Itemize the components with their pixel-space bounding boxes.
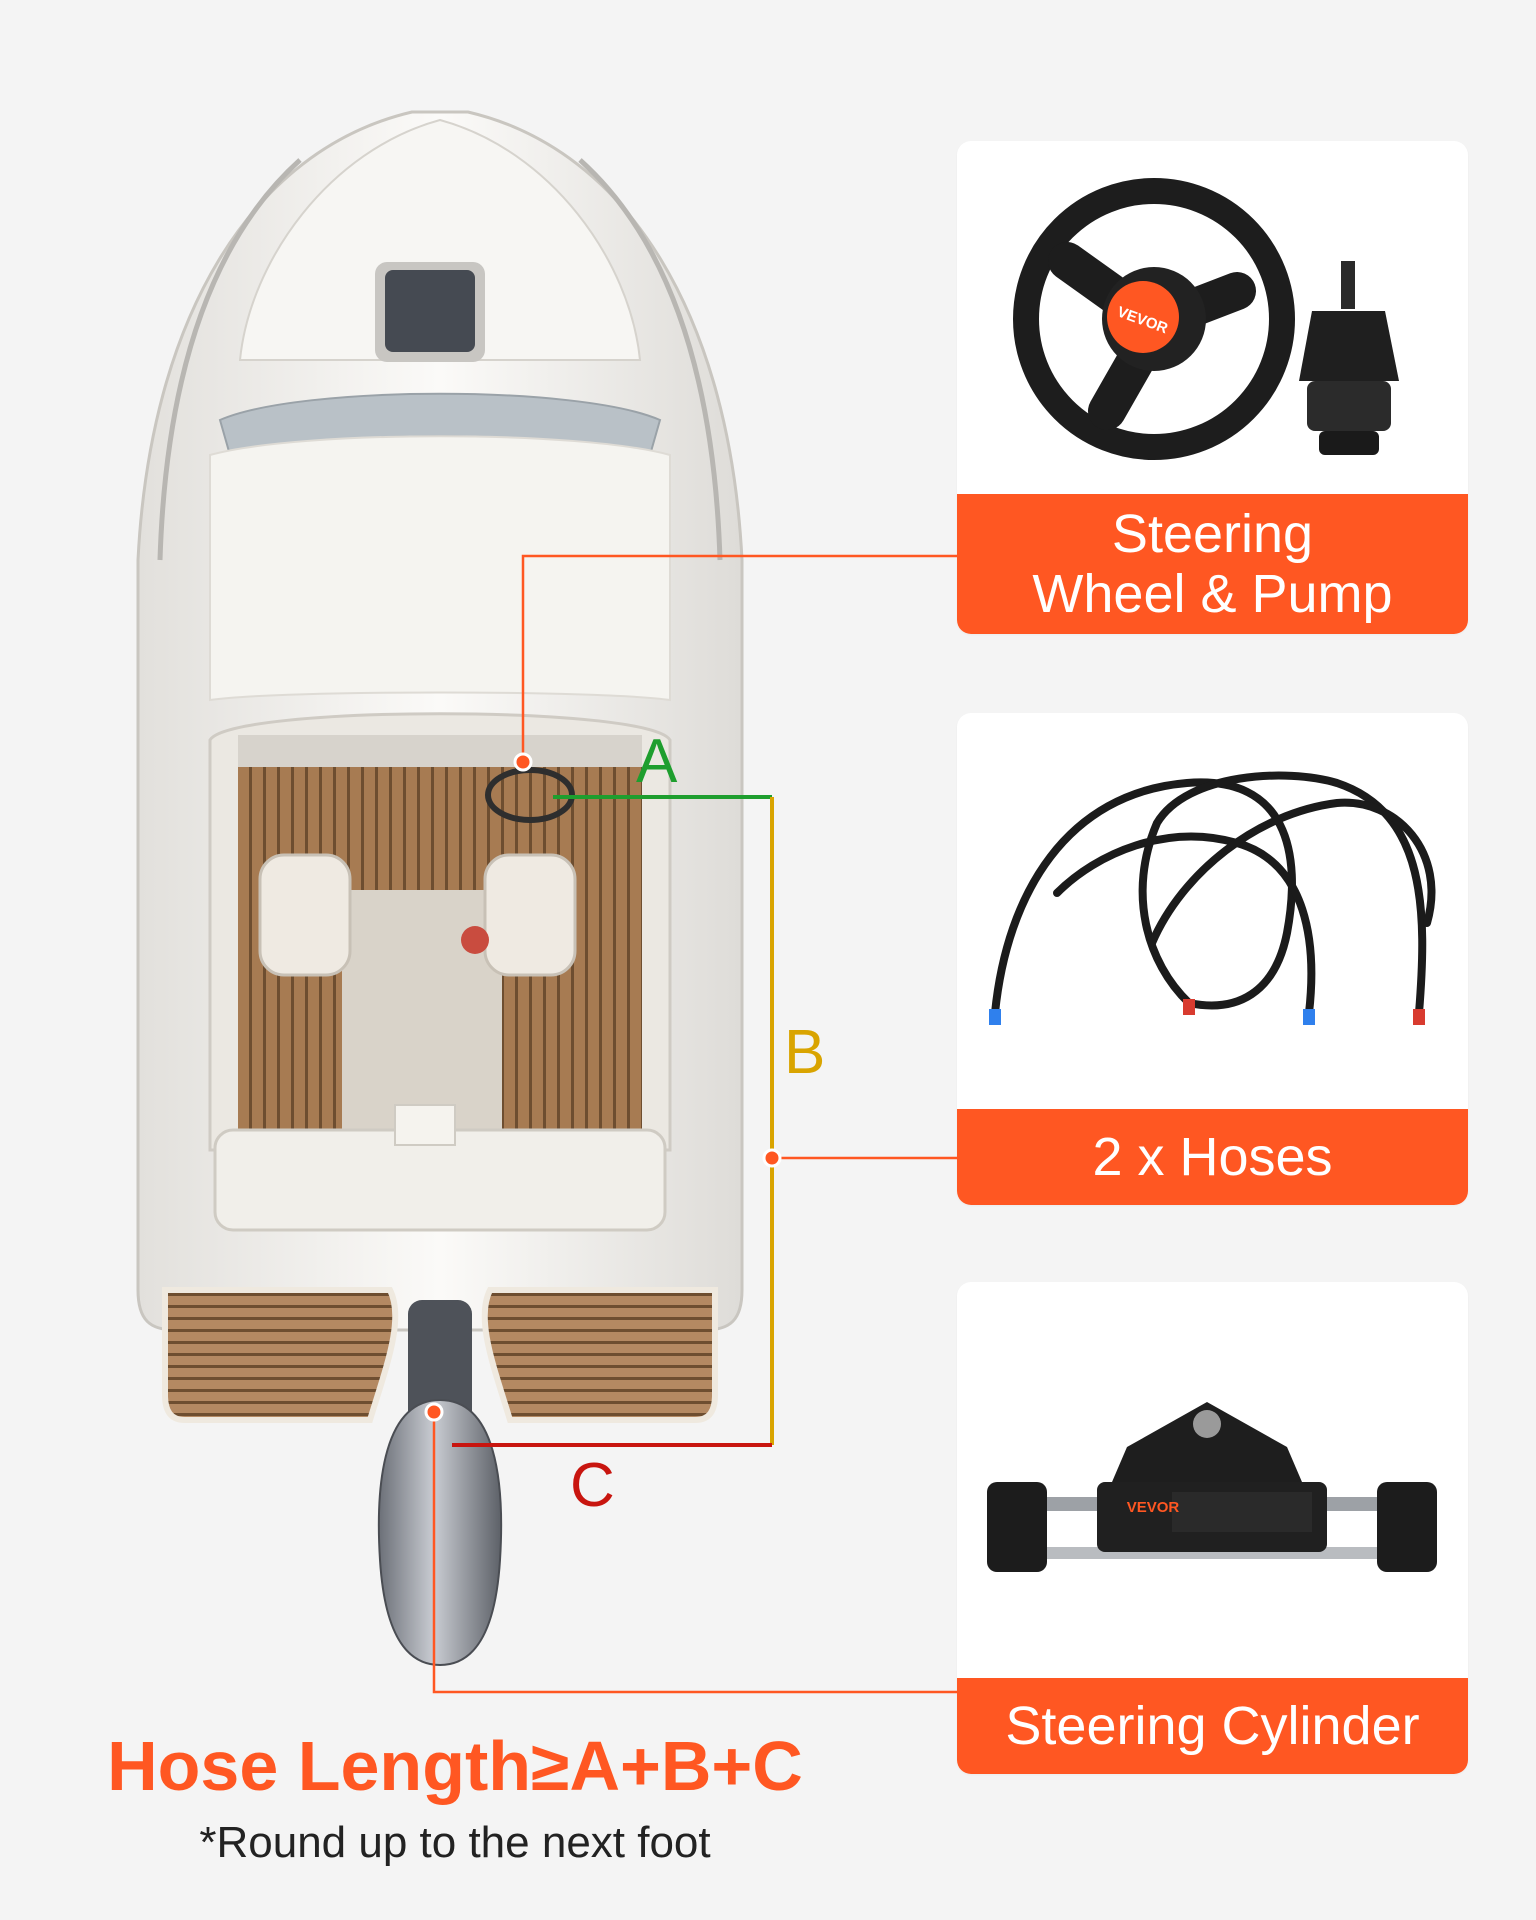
callout-dot-wheel xyxy=(513,752,533,772)
dimension-b-label: B xyxy=(784,1018,826,1087)
hoses-card: 2 x Hoses xyxy=(957,713,1468,1205)
callout-dot-cylinder xyxy=(424,1402,444,1422)
steering-wheel-label: Steering Wheel & Pump xyxy=(957,494,1468,634)
dimension-a-label: A xyxy=(636,727,678,796)
helm-pump-icon xyxy=(1299,261,1399,455)
boat-hull xyxy=(136,110,744,1667)
cylinder-logo: VEVOR xyxy=(1127,1499,1180,1516)
hoses-icon xyxy=(991,771,1436,1017)
dimension-c-label: C xyxy=(570,1451,615,1520)
hoses-label: 2 x Hoses xyxy=(957,1109,1468,1205)
callout-dot-hoses xyxy=(762,1148,782,1168)
steering-cylinder-image: VEVOR xyxy=(957,1282,1468,1678)
steering-cylinder-label: Steering Cylinder xyxy=(957,1678,1468,1774)
steering-wheel-image: VEVOR xyxy=(957,141,1468,494)
steering-wheel-icon xyxy=(1013,178,1295,460)
hose-length-formula: Hose Length≥A+B+C xyxy=(107,1727,803,1805)
steering-wheel-card: VEVOR Steering Wheel & Pump xyxy=(957,141,1468,634)
steering-cylinder-icon xyxy=(987,1402,1437,1572)
steering-cylinder-card: VEVOR Steering Cylinder xyxy=(957,1282,1468,1774)
callout-leaders xyxy=(432,554,957,1694)
hoses-image xyxy=(957,713,1468,1109)
rounding-note: *Round up to the next foot xyxy=(199,1818,711,1867)
